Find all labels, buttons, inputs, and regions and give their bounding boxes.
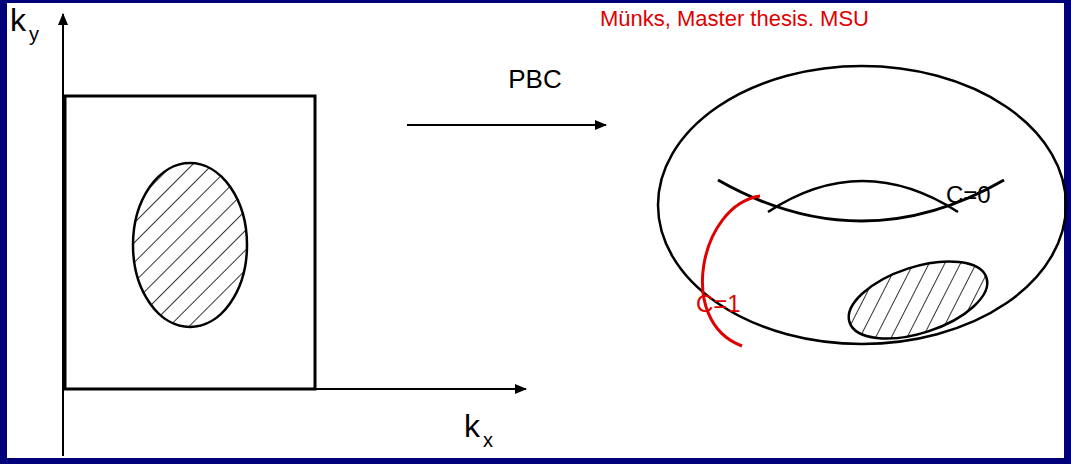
torus-hatched-ellipse — [839, 246, 996, 353]
zone-square — [65, 96, 315, 389]
torus-hole-upper — [768, 181, 958, 212]
hatched-ellipse — [133, 163, 247, 327]
chern-label: C=1 — [696, 292, 741, 316]
axis-subscript: y — [29, 24, 39, 44]
citation-note: Münks, Master thesis. MSU — [600, 8, 869, 30]
axis-letter: k — [10, 4, 26, 36]
pbc-label: PBC — [508, 66, 561, 92]
axis-subscript: x — [483, 430, 493, 450]
torus-hole-lower — [718, 180, 1004, 221]
pbc-arrow — [407, 124, 606, 126]
c1-loop — [702, 196, 760, 346]
chern-label: C=0 — [946, 183, 991, 207]
axis-letter: k — [464, 410, 480, 442]
